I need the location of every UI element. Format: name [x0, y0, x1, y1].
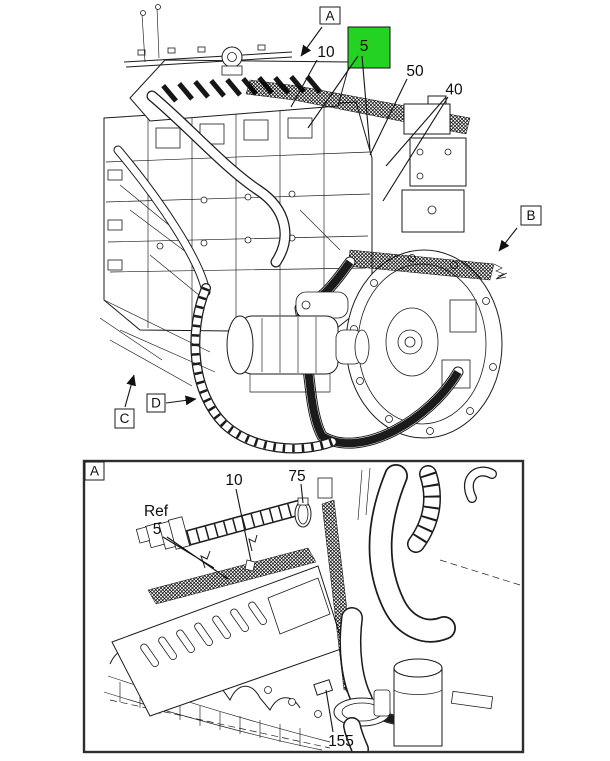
coolant-hoses — [113, 90, 291, 297]
callout-inset-10[interactable]: 10 — [225, 472, 243, 489]
detail-marker-c-label: C — [120, 411, 130, 426]
leader-ref-5 — [162, 536, 229, 580]
detail-marker-c-box — [114, 408, 135, 429]
leader-50 — [369, 78, 408, 156]
engine-block — [103, 101, 373, 333]
inset-valve-cover-slots — [140, 601, 267, 667]
pipe-fitting-155 — [313, 679, 334, 696]
leader-40 — [382, 96, 449, 202]
detail-marker-a-arrow — [300, 26, 323, 57]
detail-marker-b-label: B — [526, 208, 535, 223]
callout-5[interactable]: 5 — [360, 38, 369, 55]
leader-155 — [325, 689, 334, 733]
leader-5 — [307, 55, 371, 151]
leader-inset-10 — [235, 488, 252, 562]
main-view-callouts: A 10 5 50 40 B C D — [114, 6, 542, 429]
lower-pipe — [333, 607, 391, 751]
mounting-bracket — [401, 95, 467, 233]
inset-frame-label: A — [90, 464, 99, 479]
starter-motor — [226, 291, 370, 393]
detail-marker-d-label: D — [151, 396, 161, 411]
inset-hoses — [317, 464, 497, 643]
hose-tie-clip — [244, 559, 256, 572]
leader-75 — [300, 483, 304, 504]
detail-marker-a-label: A — [325, 9, 334, 24]
oil-pan — [99, 299, 216, 387]
inset-callouts: A Ref 5 10 75 155 — [84, 461, 354, 750]
inset-valve-cover — [111, 565, 345, 717]
detail-marker-b-arrow — [498, 227, 518, 252]
callout-10[interactable]: 10 — [317, 44, 335, 61]
callout-50[interactable]: 50 — [406, 63, 424, 80]
detail-marker-d-arrow — [165, 395, 197, 406]
callout-155[interactable]: 155 — [328, 733, 354, 750]
callout-40[interactable]: 40 — [445, 82, 463, 99]
detail-marker-c-arrow — [124, 374, 136, 408]
fuel-filter — [373, 658, 494, 747]
detail-marker-d-box — [146, 393, 166, 413]
callout-ref[interactable]: Ref — [144, 503, 169, 520]
main-view-line-art — [99, 4, 508, 454]
detail-marker-b-box — [520, 205, 542, 226]
leader-10 — [290, 59, 318, 108]
callout-inset-5[interactable]: 5 — [153, 521, 162, 538]
callout-75[interactable]: 75 — [288, 468, 305, 485]
detail-marker-a-box — [319, 6, 341, 25]
ribbed-conduit — [190, 283, 337, 454]
inset-frame-label-box — [84, 461, 105, 481]
